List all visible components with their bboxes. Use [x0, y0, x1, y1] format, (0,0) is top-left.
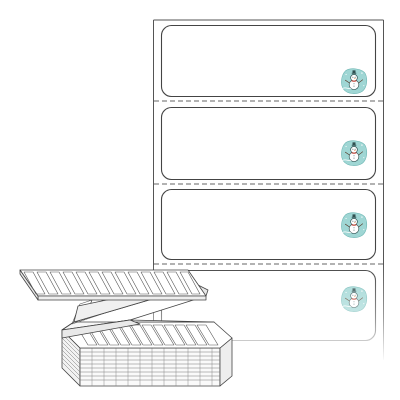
label-1 — [160, 24, 377, 98]
snowman-icon — [340, 286, 368, 313]
snowman-icon — [340, 212, 368, 239]
stack-bottom-block — [61, 329, 233, 387]
fanfold-stack — [19, 269, 233, 387]
stack-fold-upper — [19, 269, 207, 301]
label-2 — [160, 106, 377, 181]
snowman-icon — [340, 140, 368, 167]
label-strip — [153, 19, 384, 360]
snowman-icon — [340, 68, 368, 95]
label-3 — [160, 188, 377, 261]
